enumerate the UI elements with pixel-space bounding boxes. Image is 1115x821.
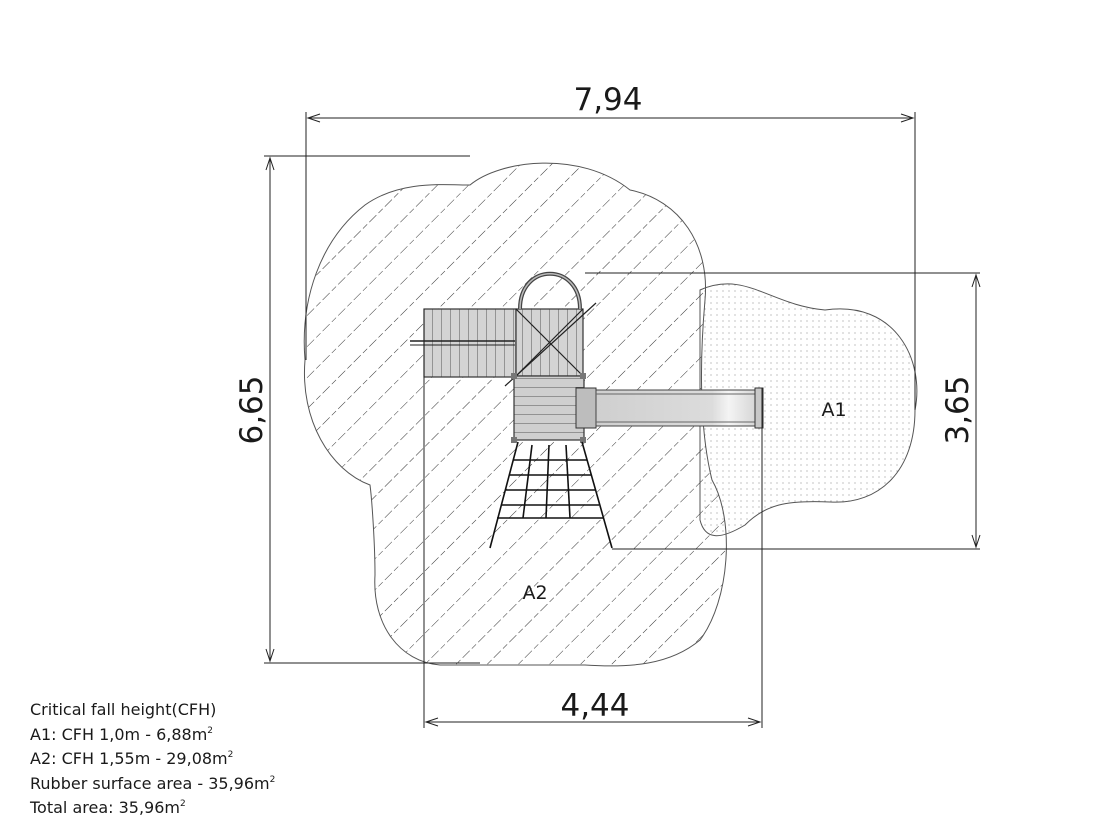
- legend-line-rubber: Rubber surface area - 35,96m2: [30, 773, 276, 793]
- legend-line-a1: A1: CFH 1,0m - 6,88m2: [30, 724, 214, 744]
- legend-title: Critical fall height(CFH): [30, 700, 217, 719]
- dimension-lines: [264, 112, 981, 728]
- legend-line-a2: A2: CFH 1,55m - 29,08m2: [30, 749, 234, 768]
- dimension-a2-width: 4,44: [560, 688, 629, 724]
- dimension-total-width: 7,94: [573, 82, 642, 118]
- legend-line-total: Total area: 35,96m2: [30, 798, 186, 817]
- dimension-total-height: 6,65: [234, 375, 270, 444]
- zone-a1-area: [699, 283, 918, 537]
- zone-a1-label: A1: [821, 399, 846, 421]
- fall-height-legend: Critical fall height(CFH) A1: CFH 1,0m -…: [30, 699, 275, 819]
- dimension-a1-height: 3,65: [940, 375, 976, 444]
- play-tower: [410, 271, 764, 549]
- zone-a2-label: A2: [522, 582, 547, 604]
